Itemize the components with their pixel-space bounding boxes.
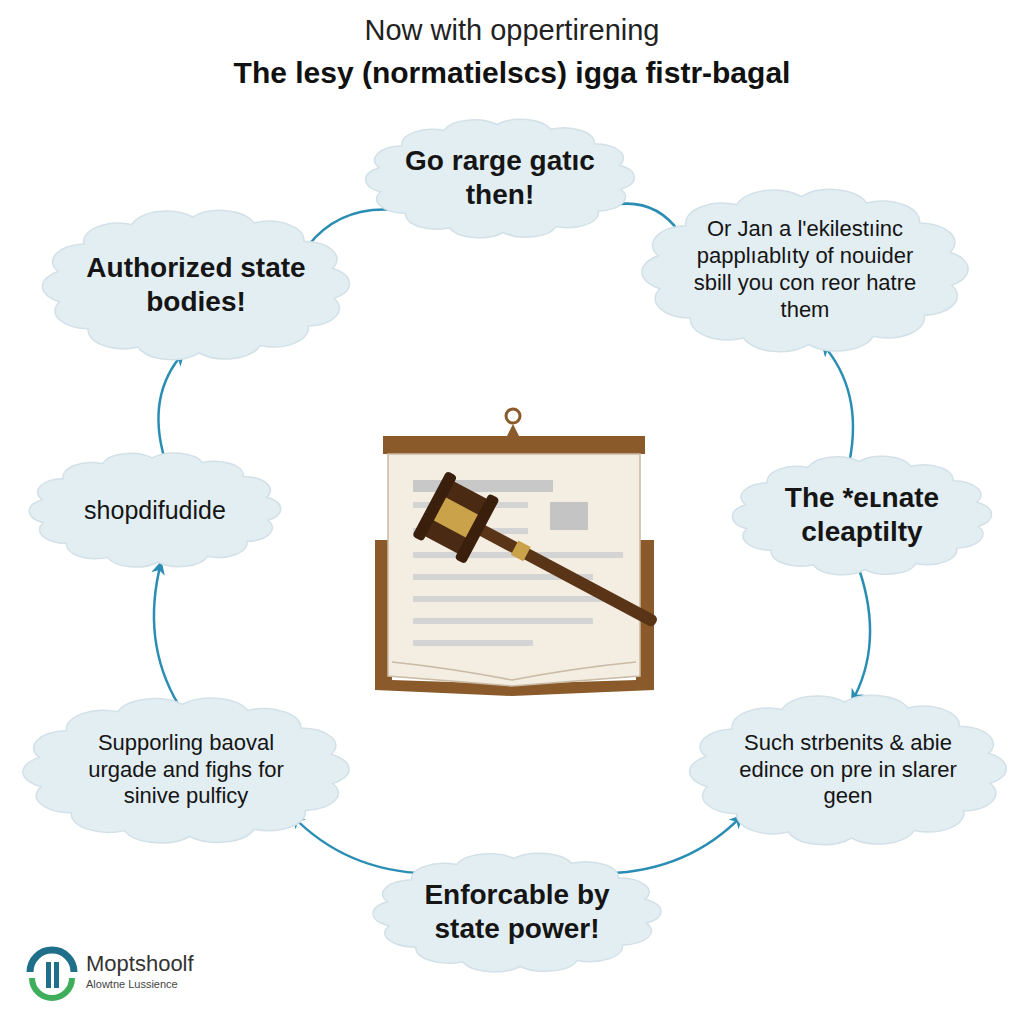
cycle-arrow (607, 815, 742, 873)
cloud-text-block: Go rarge gatıc then! (402, 144, 598, 212)
cloud-text: Authorized state bodies! (84, 251, 308, 319)
cycle-arrow (292, 816, 427, 874)
cloud-shape (36, 200, 356, 370)
cloud-text: The *eʟnate cleaptilty (768, 481, 957, 549)
cloud-shape (360, 111, 640, 246)
cloud-shape (367, 845, 667, 980)
diagram-title: The lesy (normatielscs) igga fistr-bagal (0, 56, 1024, 90)
cloud-shape (727, 448, 997, 583)
cloud-text-block: Supporling baoval urgade and fighs for s… (67, 730, 305, 810)
cycle-arrow (308, 210, 405, 246)
cloud-text-block: Authorized state bodies! (84, 251, 308, 319)
cloud-node: Such strbenits & abie edince on pre in s… (683, 685, 1013, 855)
cloud-node: shopdifudide (24, 445, 286, 575)
cycle-arrow (822, 344, 853, 462)
cycle-arrow (852, 569, 870, 702)
cloud-text-block: The *eʟnate cleaptilty (768, 481, 957, 549)
cloud-text: Go rarge gatıc then! (402, 144, 598, 212)
cloud-text-block: shopdifudide (64, 495, 247, 526)
cloud-text: Supporling baoval urgade and fighs for s… (67, 730, 305, 810)
cloud-node: Enforcable by state power! (367, 845, 667, 980)
cloud-node: The *eʟnate cleaptilty (727, 448, 997, 583)
cloud-text: Enforcable by state power! (412, 878, 622, 946)
cloud-text: Or Jan a l'ekilestıinc papplıablıty of n… (686, 216, 924, 323)
cloud-node: Or Jan a l'ekilestıinc papplıablıty of n… (635, 178, 975, 363)
logo-name: Moptshoolf (86, 951, 194, 977)
cloud-node: Go rarge gatıc then! (360, 111, 640, 246)
cloud-text: Such strbenits & abie edince on pre in s… (733, 730, 964, 810)
cloud-node: Authorized state bodies! (36, 200, 356, 370)
cycle-arrow (158, 353, 183, 459)
cloud-text-block: Or Jan a l'ekilestıinc papplıablıty of n… (686, 216, 924, 323)
cloud-node: Supporling baoval urgade and fighs for s… (16, 688, 356, 853)
cloud-text-block: Enforcable by state power! (412, 878, 622, 946)
cloud-text: shopdifudide (64, 495, 247, 526)
cloud-text-block: Such strbenits & abie edince on pre in s… (733, 730, 964, 810)
cycle-arrow (154, 562, 178, 704)
subtitle: Now with oppertirening (0, 14, 1024, 47)
logo-tagline: Alowtne Lussience (86, 978, 178, 990)
